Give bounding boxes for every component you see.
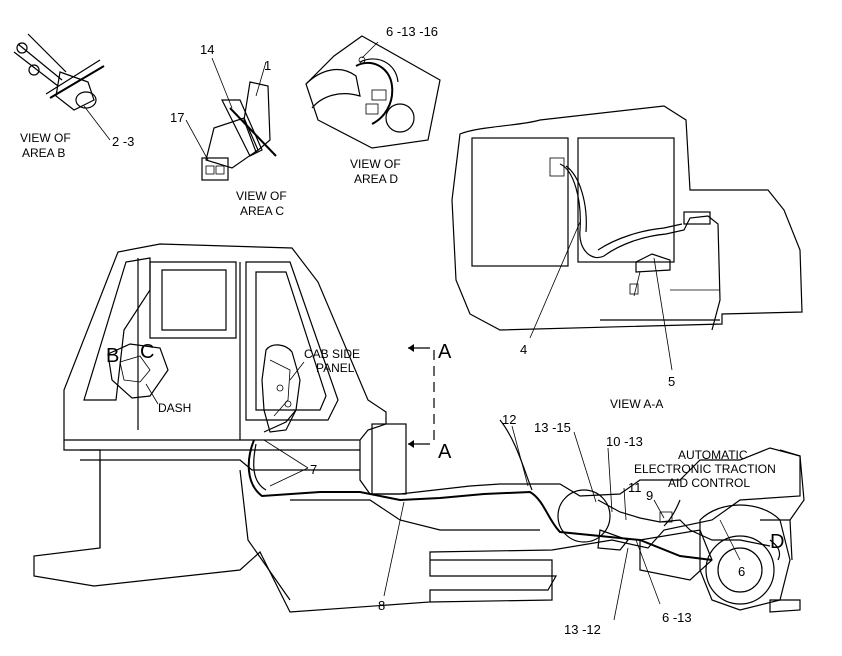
area-b-marker: B — [106, 345, 119, 367]
section-marker-top: A — [438, 341, 452, 363]
callout-6: 6 — [738, 564, 745, 579]
view-area-b: 2 -3 VIEW OF AREA B — [13, 33, 134, 160]
callout-6-13: 6 -13 — [662, 610, 692, 625]
callout-10-13: 10 -13 — [606, 434, 643, 449]
atac-label-3: AID CONTROL — [668, 476, 750, 490]
area-c-part-1: 1 — [264, 58, 271, 73]
callout-11: 11 — [628, 480, 642, 495]
machine-main-view: A A B C D DASH CAB SIDE PANEL AUTOMATIC … — [33, 243, 805, 637]
area-b-caption-2: AREA B — [22, 146, 65, 160]
area-c-marker: C — [140, 341, 154, 363]
view-aa-part-4: 4 — [520, 342, 527, 357]
atac-label-1: AUTOMATIC — [678, 448, 748, 462]
area-d-marker: D — [770, 531, 784, 553]
cab-side-label-2: PANEL — [316, 361, 355, 375]
atac-label-2: ELECTRONIC TRACTION — [634, 462, 776, 476]
view-a-a: 4 5 VIEW A-A — [451, 105, 803, 411]
area-c-caption-1: VIEW OF — [236, 189, 287, 203]
callout-13-15: 13 -15 — [534, 420, 571, 435]
area-d-part-label: 6 -13 -16 — [386, 24, 438, 39]
cab-side-label-1: CAB SIDE — [304, 347, 360, 361]
view-area-d: 6 -13 -16 VIEW OF AREA D — [305, 24, 441, 186]
area-c-part-17: 17 — [170, 110, 184, 125]
area-d-caption-1: VIEW OF — [350, 157, 401, 171]
callout-7: 7 — [310, 462, 317, 477]
area-d-caption-2: AREA D — [354, 172, 398, 186]
area-b-caption-1: VIEW OF — [20, 131, 71, 145]
view-area-c: 14 1 17 VIEW OF AREA C — [170, 42, 287, 218]
callout-9: 9 — [646, 488, 653, 503]
section-marker-bottom: A — [438, 441, 452, 463]
callout-13-12: 13 -12 — [564, 622, 601, 637]
view-aa-caption: VIEW A-A — [610, 397, 663, 411]
dash-label: DASH — [158, 401, 191, 415]
callout-8: 8 — [378, 598, 385, 613]
callout-12: 12 — [502, 412, 516, 427]
area-b-part-label: 2 -3 — [112, 134, 134, 149]
area-c-part-14: 14 — [200, 42, 214, 57]
view-aa-part-5: 5 — [668, 374, 675, 389]
area-c-caption-2: AREA C — [240, 204, 284, 218]
